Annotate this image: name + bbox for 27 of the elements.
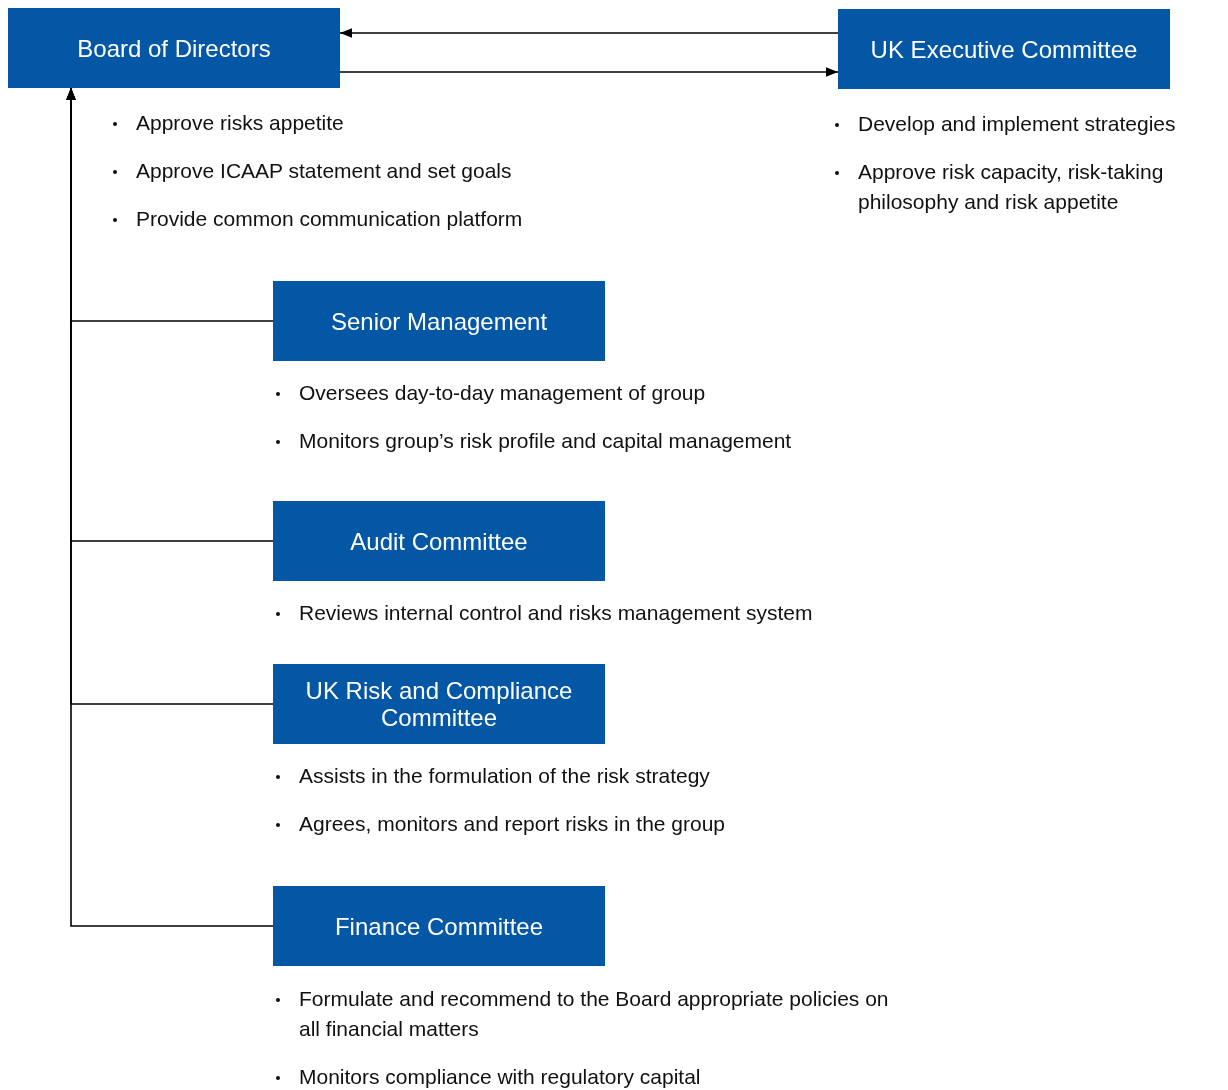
box-title: Finance Committee xyxy=(334,912,544,940)
bullet-text: Monitors compliance with regulatory capital xyxy=(299,1064,701,1090)
box-title: Board of Directors xyxy=(77,34,271,62)
committee-box xyxy=(273,501,605,581)
committee-box xyxy=(838,9,1170,89)
arrow xyxy=(66,87,274,927)
bullet-text: Agrees, monitors and report risks in the group xyxy=(299,811,726,837)
committee-box xyxy=(8,8,340,88)
bullet-text: Approve risk capacity, risk-taking philosophy and risk appetite xyxy=(858,159,1165,215)
bullet-text: Approve ICAAP statement and set goals xyxy=(136,158,512,184)
bullet-text: Assists in the formulation of the risk strategy xyxy=(299,763,710,789)
bullet-text: Formulate and recommend to the Board appropriate policies on all financial matters xyxy=(299,986,890,1042)
box-title: UK Executive Committee xyxy=(870,35,1138,63)
bullet-text: Reviews internal control and risks management system xyxy=(299,600,813,626)
committee-box xyxy=(273,281,605,361)
bullet-text: Oversees day-to-day management of group xyxy=(299,380,706,406)
bullet-text: Approve risks appetite xyxy=(136,110,344,136)
arrow xyxy=(339,67,839,77)
box-title: Audit Committee xyxy=(350,527,528,555)
box-title: UK Risk and Compliance Committee xyxy=(304,677,574,731)
committee-box xyxy=(273,886,605,966)
arrow xyxy=(339,28,839,38)
bullet-text: Provide common communication platform xyxy=(136,206,523,232)
bullet-text: Develop and implement strategies xyxy=(858,111,1176,137)
bullet-text: Monitors group’s risk profile and capital management xyxy=(299,428,792,454)
committee-box xyxy=(273,664,605,744)
box-title: Senior Management xyxy=(330,307,548,335)
